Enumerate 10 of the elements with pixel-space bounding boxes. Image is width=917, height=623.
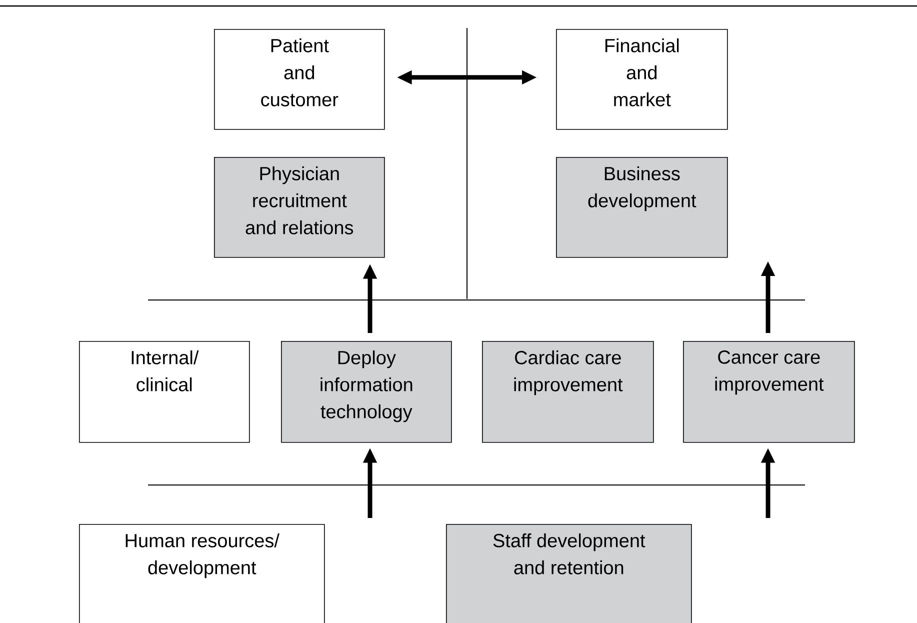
category-box: Patient and customer [214, 29, 385, 130]
shaded-box: Cardiac care improvement [482, 341, 654, 443]
category-box: Human resources/ development [79, 524, 325, 623]
shaded-box: Physician recruitment and relations [214, 157, 385, 258]
category-box: Internal/ clinical [79, 341, 250, 443]
category-box: Financial and market [556, 29, 728, 130]
shaded-box: Business development [556, 157, 728, 258]
shaded-box: Deploy information technology [281, 341, 452, 443]
shaded-box: Cancer care improvement [683, 341, 855, 443]
shaded-box: Staff development and retention [446, 524, 692, 623]
